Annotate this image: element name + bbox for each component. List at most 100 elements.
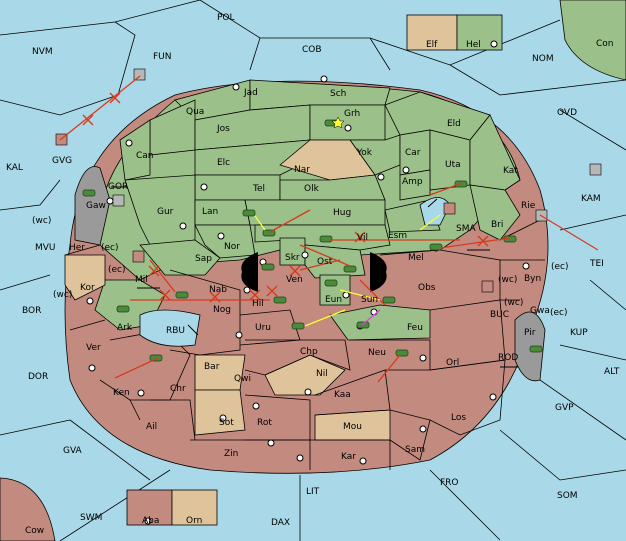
land-label-ark: Ark <box>117 323 133 333</box>
territory-can[interactable] <box>119 119 151 181</box>
sea-label-swm: SWM <box>80 513 102 523</box>
sea-label-nom: NOM <box>532 54 554 64</box>
sea-label-buc: BUC <box>490 310 509 320</box>
land-label-olk: Olk <box>304 184 320 194</box>
land-label-orl: Orl <box>446 358 459 368</box>
sea-label-gvp: GVP <box>555 403 574 413</box>
land-label-can: Can <box>136 151 154 161</box>
sea-label-gor: GOR <box>108 182 128 192</box>
land-label-los: Los <box>451 413 466 423</box>
legend-bottom <box>126 489 218 526</box>
land-label-nil: Nil <box>316 369 328 379</box>
territory-olk[interactable] <box>279 174 386 201</box>
legend-top-right-label: Hel <box>466 40 481 50</box>
sea-sma-inlet[interactable] <box>419 197 451 226</box>
army-unit-ark <box>116 305 130 313</box>
sea-label-rod: ROD <box>498 353 518 363</box>
territory-nor[interactable] <box>194 224 256 259</box>
land-label-mou: Mou <box>343 422 362 432</box>
land-label-yok: Yok <box>356 148 373 158</box>
fleet-unit-kam <box>589 163 602 176</box>
land-label-tel: Tel <box>252 184 265 194</box>
sea-label-nvm: NVM <box>32 47 53 57</box>
land-label-amp: Amp <box>402 177 423 187</box>
sea-label-sma: SMA <box>456 224 476 234</box>
land-label-car: Car <box>405 148 421 158</box>
sea-label-bor: BOR <box>22 306 41 316</box>
land-label-wc4: (wc) <box>504 298 523 308</box>
land-label-her: Her <box>69 243 85 253</box>
sea-rbu[interactable] <box>139 309 201 347</box>
sea-label-cow: Cow <box>25 526 44 536</box>
sea-label-ovd: OVD <box>557 108 577 118</box>
land-label-rot: Rot <box>257 418 272 428</box>
territory-sot[interactable] <box>194 389 246 436</box>
land-label-bar: Bar <box>204 362 220 372</box>
land-label-mel: Mel <box>408 253 424 263</box>
legend-top-left-label: Elf <box>426 40 438 50</box>
land-label-bri: Bri <box>491 220 503 230</box>
fleet-unit-sma <box>443 202 456 215</box>
territory-bar[interactable] <box>194 354 246 391</box>
fleet-unit-her <box>132 250 145 263</box>
sea-label-kam: KAM <box>581 194 601 204</box>
army-unit-vil <box>319 235 333 243</box>
territory-hug[interactable] <box>244 199 386 226</box>
territory-bri[interactable] <box>469 184 521 241</box>
land-label-wc1: (wc) <box>32 216 51 226</box>
army-unit-uru <box>291 322 305 330</box>
army-unit-ost <box>343 265 357 273</box>
land-label-zin: Zin <box>224 449 238 459</box>
land-label-nar: Nar <box>294 165 310 175</box>
territory-tel[interactable] <box>194 174 281 201</box>
sea-label-kup: KUP <box>570 328 588 338</box>
army-unit-mel <box>429 243 443 251</box>
army-unit-lan <box>242 209 256 217</box>
sea-label-tei: TEI <box>589 259 604 269</box>
land-label-chr: Chr <box>170 384 186 394</box>
land-label-eun: Eun <box>325 295 342 305</box>
land-label-gwa: Gwa <box>530 306 550 316</box>
land-label-lan: Lan <box>202 207 218 217</box>
land-label-kor: Kor <box>80 283 95 293</box>
land-label-feu: Feu <box>407 323 423 333</box>
army-unit-pir <box>529 345 543 353</box>
land-label-gur: Gur <box>157 207 174 217</box>
army-unit-sun <box>382 296 396 304</box>
lake-east-end <box>370 252 387 292</box>
land-label-sch: Sch <box>330 89 346 99</box>
land-label-sun: Sun <box>361 295 378 305</box>
territory-gaw[interactable] <box>74 166 111 246</box>
land-label-kat: Kat <box>503 166 518 176</box>
territory-nar[interactable] <box>279 139 376 181</box>
fleet-unit-gor <box>112 194 125 207</box>
sea-label-gva: GVA <box>63 446 83 456</box>
territory-feu[interactable] <box>329 304 431 341</box>
land-label-ost: Ost <box>317 257 333 267</box>
order-arrows <box>59 75 599 383</box>
land-label-rie: Rie <box>521 201 536 211</box>
land-label-qua: Qua <box>186 107 204 117</box>
territory-pir[interactable] <box>514 311 546 382</box>
sea-labels: POL NVM FUN COB NOM Con OVD KAL KAM MVU … <box>6 13 620 536</box>
territory-kor[interactable] <box>64 254 106 301</box>
land-label-sap: Sap <box>195 254 212 264</box>
fleet-unit-buc <box>481 280 494 293</box>
star-icon <box>331 116 345 129</box>
sea-label-dor: DOR <box>28 372 48 382</box>
sea-label-rbu: RBU <box>166 326 185 336</box>
land-label-ven: Ven <box>286 275 303 285</box>
army-units <box>82 119 543 362</box>
sea-label-dax: DAX <box>271 518 290 528</box>
land-label-uru: Uru <box>255 323 271 333</box>
territory-sap[interactable] <box>139 239 221 276</box>
tan-territories <box>64 254 391 441</box>
land-label-nab: Nab <box>209 285 227 295</box>
sea-label-kal: KAL <box>6 163 23 173</box>
land-label-gaw: Gaw <box>86 201 106 211</box>
land-label-obs: Obs <box>418 283 436 293</box>
land-label-uta: Uta <box>445 160 461 170</box>
land-label-nor: Nor <box>224 242 240 252</box>
green-territories <box>94 79 521 341</box>
